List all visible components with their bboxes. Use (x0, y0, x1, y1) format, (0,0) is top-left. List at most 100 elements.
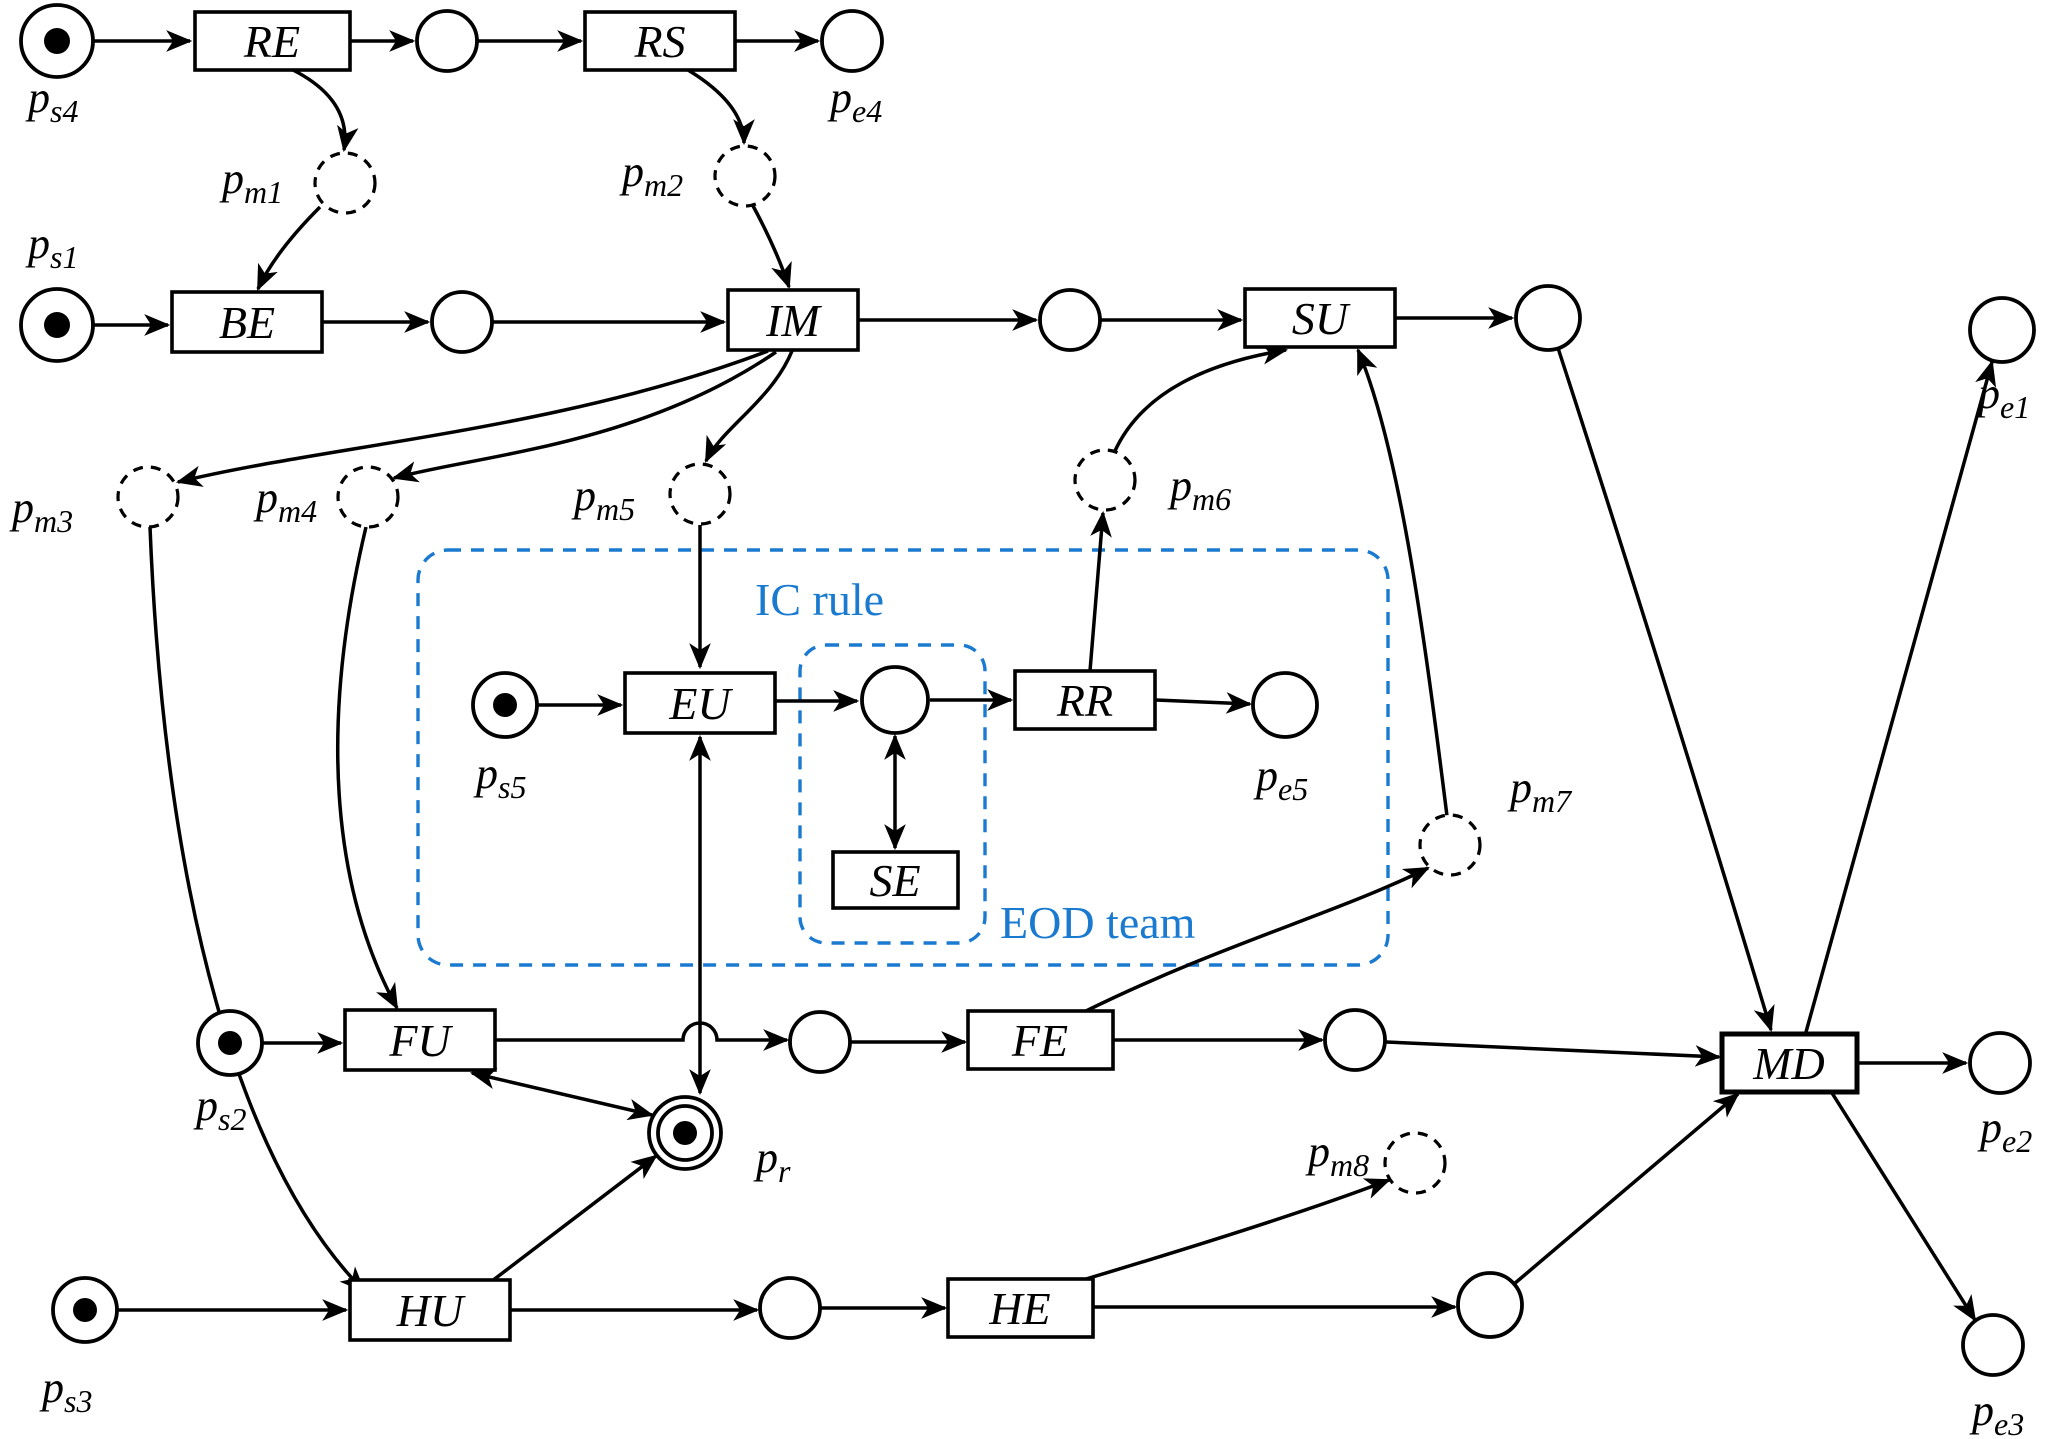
transition-box (1013, 669, 1157, 731)
transition-fu: FU (343, 1008, 497, 1072)
transitions: RE RS BE IM SU EU RR SE (170, 10, 1860, 1342)
place-pe1 (1968, 296, 2036, 364)
place-he-md (1456, 1271, 1524, 1339)
label-pe2: pe2 (1977, 1103, 2032, 1159)
token-dot (493, 693, 517, 717)
place-hu-he (758, 1276, 822, 1340)
transition-fe: FE (966, 1009, 1115, 1071)
arc-im-pm4 (391, 350, 777, 483)
transition-label: HU (396, 1285, 466, 1336)
transition-eu: EU (623, 671, 777, 735)
label-pe4: pe4 (827, 73, 882, 129)
place-pm7 (1418, 813, 1482, 877)
transition-se: SE (831, 850, 960, 910)
token-dot (73, 1298, 97, 1322)
arc-im-pm5 (704, 350, 794, 463)
ic-rule-box (416, 548, 1390, 967)
label-pm5: pm5 (571, 471, 635, 527)
place-ps4 (19, 3, 95, 79)
transition-be: BE (170, 290, 324, 354)
places (19, 3, 2036, 1377)
label-pr: pr (753, 1133, 791, 1189)
place-pm2 (713, 144, 777, 208)
token-dot (44, 28, 70, 54)
transition-hu: HU (348, 1278, 512, 1342)
label-pm3: pm3 (9, 483, 73, 539)
label-pm4: pm4 (253, 473, 317, 529)
transition-rs: RS (583, 10, 737, 72)
transition-box (1719, 1031, 1860, 1095)
transition-box (343, 1008, 497, 1072)
label-ps3: ps3 (39, 1363, 92, 1419)
place-pm6 (1073, 448, 1137, 512)
transition-box (831, 850, 960, 910)
arc-c4-md (1556, 347, 1775, 1033)
place-pm1 (313, 151, 377, 215)
transition-he: HE (946, 1277, 1095, 1339)
ic-rule-label: IC rule (755, 574, 884, 625)
arc-fu-pr-bidirectional (469, 1067, 655, 1121)
label-ps4: ps4 (25, 73, 78, 129)
arc-im-pm3 (175, 349, 769, 487)
arc-rr-pm6 (1088, 510, 1112, 672)
arc-md-pe3 (1830, 1092, 1977, 1322)
place-ps5 (471, 671, 539, 739)
arc-pm4-fu (336, 526, 399, 1010)
label-pe5: pe5 (1253, 751, 1308, 807)
transition-box (348, 1278, 512, 1342)
place-pm4 (336, 465, 400, 529)
arc-pm1-be (256, 205, 322, 291)
transition-box (170, 290, 324, 354)
arcs (94, 30, 1997, 1322)
place-fu-fe (788, 1010, 852, 1074)
transition-su: SU (1243, 287, 1397, 349)
arc-fu-c6-hop (496, 1021, 790, 1051)
arc-c7-md (1385, 1040, 1722, 1067)
place-pe2 (1968, 1031, 2032, 1095)
arc-re-pm1 (292, 68, 359, 153)
transition-im: IM (726, 288, 860, 352)
arc-pm7-su (1356, 348, 1449, 817)
label-pe1: pe1 (1975, 369, 2030, 425)
place-ps1 (19, 287, 95, 363)
place-eu-rr (860, 665, 930, 735)
transition-label: RR (1056, 675, 1113, 726)
token-dot (218, 1031, 242, 1055)
label-pm6: pm6 (1167, 461, 1231, 517)
transition-label: FU (388, 1015, 453, 1066)
arc-pm3-hu (148, 526, 366, 1293)
place-fe-md (1323, 1008, 1387, 1072)
transition-label: BE (219, 297, 275, 348)
place-pe5 (1251, 671, 1319, 739)
label-pm8: pm8 (1305, 1127, 1369, 1183)
arc-he-pm8 (1085, 1178, 1392, 1281)
transition-label: RE (243, 16, 300, 67)
place-be-im (430, 290, 494, 354)
transition-box (966, 1009, 1115, 1071)
label-pm2: pm2 (619, 147, 683, 203)
place-su-md (1514, 284, 1582, 352)
arc-c9-md (1512, 1092, 1740, 1286)
transition-box (583, 10, 737, 72)
place-pr-resource (647, 1095, 723, 1171)
arc-fe-pm7 (1085, 866, 1430, 1013)
label-pm7: pm7 (1507, 763, 1573, 819)
place-pm8 (1383, 1131, 1447, 1195)
label-ps1: ps1 (25, 219, 78, 275)
arc-md-pe1 (1804, 359, 1997, 1033)
place-labels: ps4 pe4 pm1 pm2 ps1 pe1 pm3 pm4 pm5 pm6 … (9, 73, 2032, 1439)
label-ps2: ps2 (193, 1081, 246, 1137)
group-boxes: IC rule EOD team (416, 548, 1390, 967)
arc-rr-pe5 (1155, 692, 1253, 714)
place-pm5 (668, 462, 732, 526)
place-pe3 (1961, 1313, 2025, 1377)
transition-label: RS (633, 16, 685, 67)
token-dot (673, 1121, 697, 1145)
label-ps5: ps5 (473, 749, 526, 805)
transition-box (726, 288, 860, 352)
transition-box (193, 10, 352, 72)
transition-label: SU (1292, 293, 1351, 344)
transition-re: RE (193, 10, 352, 72)
